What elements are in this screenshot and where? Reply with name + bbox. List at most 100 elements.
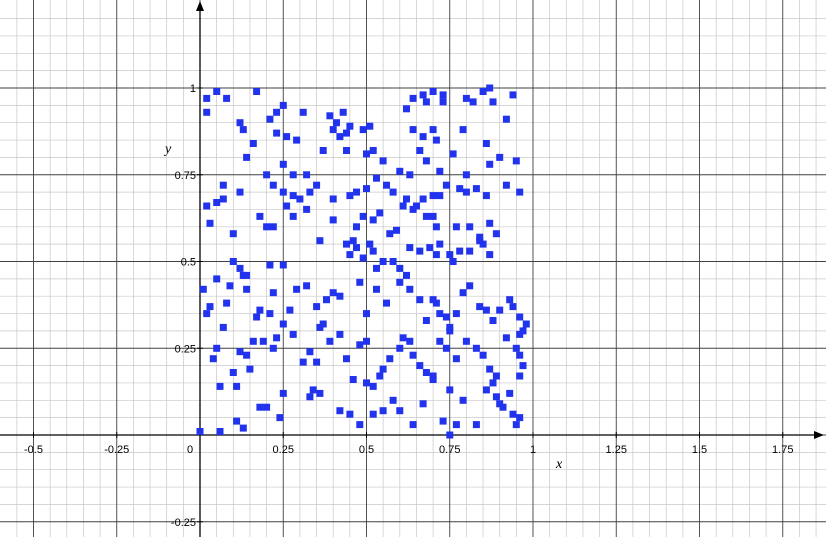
data-point [419, 400, 427, 408]
data-point [279, 389, 287, 397]
data-point [469, 98, 477, 106]
data-point [329, 195, 337, 203]
data-point [286, 306, 294, 314]
data-point [213, 275, 221, 283]
data-point [219, 195, 227, 203]
data-point [206, 219, 214, 227]
data-point [233, 382, 241, 390]
data-point [313, 303, 321, 311]
data-point [319, 147, 327, 154]
data-point [249, 140, 257, 147]
data-point [369, 410, 377, 418]
y-tick-label: -0.25 [171, 517, 196, 529]
data-point [439, 98, 447, 106]
data-point [506, 389, 514, 397]
data-point [283, 202, 291, 210]
data-point [396, 407, 404, 415]
data-point [429, 376, 437, 383]
data-point [363, 379, 370, 387]
data-point [512, 344, 520, 352]
data-point [229, 369, 237, 376]
data-point [369, 216, 377, 224]
data-point [406, 337, 414, 345]
data-point [363, 185, 370, 193]
data-point [273, 129, 281, 137]
data-point [519, 362, 527, 370]
data-point [446, 386, 454, 394]
data-point [442, 344, 450, 352]
data-point [216, 382, 224, 390]
data-point [346, 410, 354, 418]
data-point [299, 358, 307, 366]
x-tick-label: 1.5 [692, 444, 707, 456]
x-tick-label: -0.5 [24, 444, 43, 456]
data-point [389, 188, 397, 196]
data-point [363, 337, 370, 345]
data-point [236, 188, 244, 196]
data-point [389, 258, 397, 265]
data-point [213, 88, 221, 95]
data-point [373, 174, 380, 182]
data-point [353, 188, 360, 196]
data-point [512, 421, 520, 429]
data-point [452, 421, 460, 429]
data-point [263, 171, 271, 179]
data-point [313, 358, 321, 366]
data-point [482, 140, 490, 147]
data-point [316, 237, 324, 245]
data-point [516, 414, 524, 422]
data-point [326, 112, 334, 120]
data-point [279, 320, 287, 328]
x-tick-label: 1 [530, 444, 536, 456]
data-point [486, 160, 494, 168]
data-point [489, 317, 497, 324]
data-point [239, 424, 247, 432]
data-point [482, 192, 490, 200]
data-point [516, 313, 524, 321]
data-point [363, 310, 370, 318]
data-point [343, 355, 350, 363]
data-point [216, 428, 224, 435]
data-point [226, 282, 234, 290]
data-point [369, 147, 377, 154]
data-point [422, 157, 430, 165]
data-point [273, 334, 281, 342]
data-point [379, 157, 387, 165]
data-point [256, 403, 264, 411]
data-point [346, 192, 354, 200]
data-point [389, 396, 397, 404]
data-point [429, 192, 437, 200]
data-point [229, 230, 237, 238]
data-point [276, 414, 284, 422]
data-point [269, 289, 277, 297]
data-point [492, 372, 500, 380]
data-point [499, 403, 507, 411]
data-point [306, 188, 314, 196]
data-point [236, 348, 244, 356]
data-point [422, 98, 430, 106]
data-point [442, 181, 450, 189]
data-point [243, 271, 251, 279]
data-point [333, 119, 340, 127]
data-point [522, 320, 530, 328]
y-tick-label: 0.25 [175, 343, 196, 355]
data-point [456, 185, 464, 193]
data-point [243, 285, 251, 293]
x-tick-label: 0.25 [273, 444, 294, 456]
data-point [203, 310, 211, 318]
data-point [196, 428, 204, 435]
data-point [399, 202, 407, 210]
data-point [416, 147, 424, 154]
data-point [419, 91, 427, 99]
data-point [512, 157, 520, 165]
data-point [209, 355, 217, 363]
data-point [509, 91, 517, 99]
data-point [269, 223, 277, 231]
data-point [516, 372, 524, 380]
data-point [369, 247, 377, 255]
data-point [343, 129, 350, 137]
data-point [206, 303, 214, 311]
data-point [336, 407, 344, 415]
data-point [316, 389, 324, 397]
